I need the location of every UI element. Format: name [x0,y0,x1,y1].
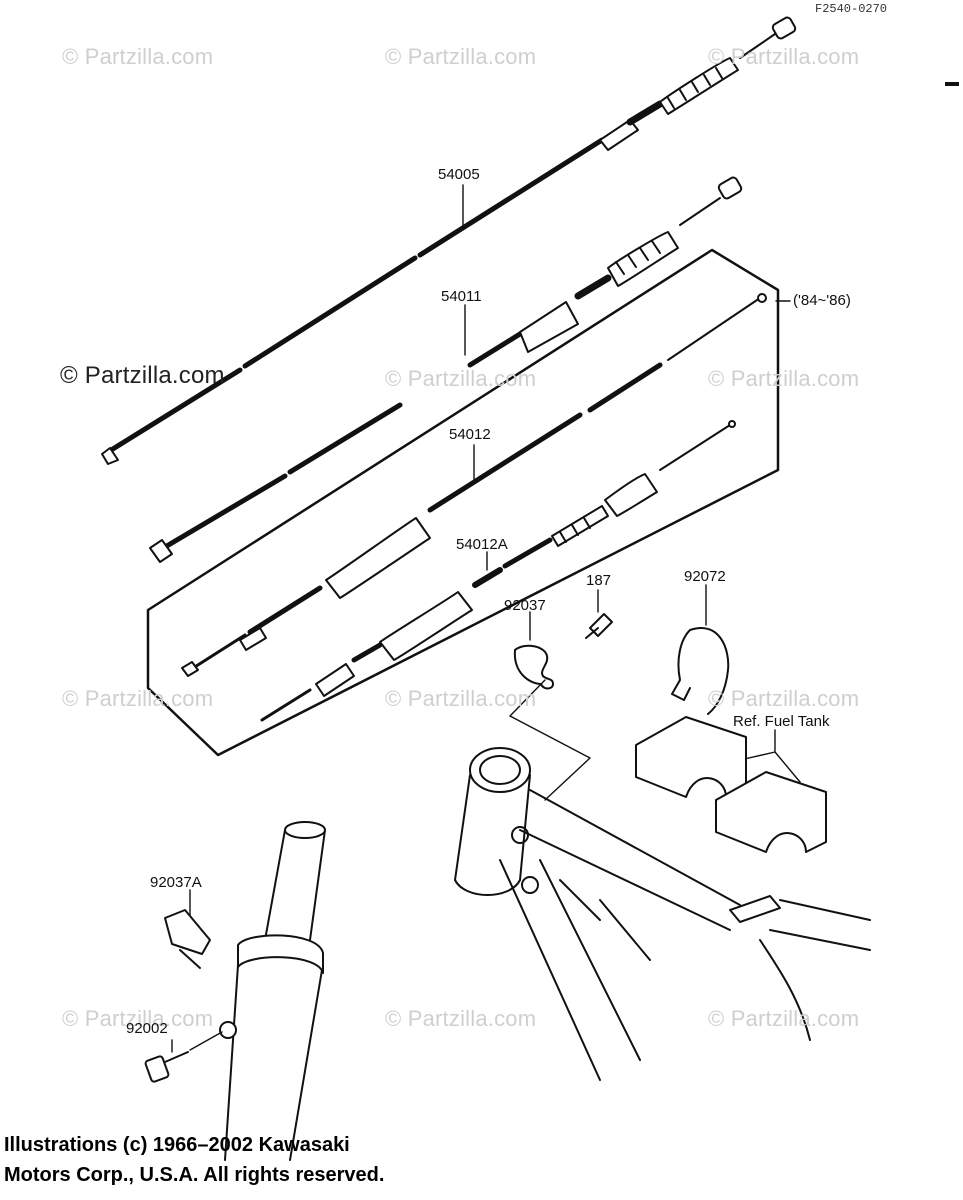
clamp-92037A [164,909,211,969]
copyright-line-2: Motors Corp., U.S.A. All rights reserved… [4,1164,385,1186]
part-label-54012A: 54012A [456,536,508,553]
cable-54011 [149,176,743,563]
copyright-line-1: Illustrations (c) 1966–2002 Kawasaki [4,1134,350,1156]
year-group-box [146,248,780,757]
year-range-note: ('84~'86) [793,292,851,309]
watermark: © Partzilla.com [385,686,537,711]
fuel-tank-pads [635,716,827,853]
part-label-92037: 92037 [504,597,546,614]
watermark-prominent: © Partzilla.com [60,362,225,389]
clip-92037 [513,644,554,690]
watermark: © Partzilla.com [708,44,860,69]
bolt-92002 [144,1031,223,1083]
watermark: © Partzilla.com [708,366,860,391]
part-label-54005: 54005 [438,166,480,183]
ref-fuel-tank-label: Ref. Fuel Tank [733,713,830,730]
part-label-54011: 54011 [441,288,482,305]
watermark: © Partzilla.com [62,686,214,711]
watermark: © Partzilla.com [62,1006,214,1031]
figure-ref: F2540-0270 [815,2,888,16]
leader-lines [171,184,801,1053]
strap-92072 [671,627,730,715]
page-tick-mark [945,82,959,86]
bolt-187 [585,613,613,639]
part-label-92002: 92002 [126,1020,168,1037]
front-fork [219,821,326,1161]
cable-54012A [260,420,736,722]
part-label-54012: 54012 [449,426,491,443]
cable-54005 [101,16,797,465]
watermark: © Partzilla.com [385,366,537,391]
watermark: © Partzilla.com [62,44,214,69]
cable-54012 [181,293,767,677]
watermark: © Partzilla.com [385,1006,537,1031]
watermark: © Partzilla.com [708,1006,860,1031]
frame [454,747,871,1081]
part-label-92037A: 92037A [150,874,202,891]
watermark: © Partzilla.com [708,686,860,711]
part-label-92072: 92072 [684,568,726,585]
part-label-187: 187 [586,572,612,589]
watermark: © Partzilla.com [385,44,537,69]
